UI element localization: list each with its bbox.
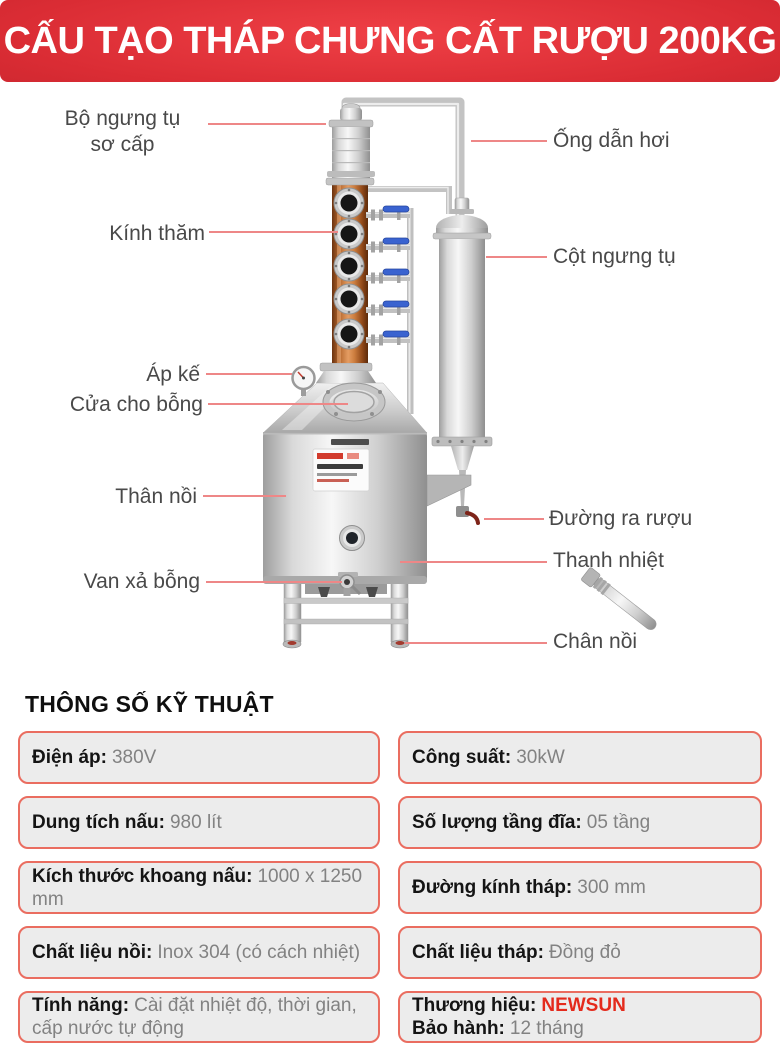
condenser-column [426,197,493,525]
leader-line-primary-condenser [208,123,326,125]
leader-line-heating-rod [400,561,547,563]
label-primary-condenser: Bộ ngưng tụ sơ cấp [64,107,181,156]
spec-value: 1000 x 1250 mm [32,865,363,910]
valve [366,237,410,253]
valve-bank [366,205,410,346]
spec-label: Thương hiệu: [412,995,537,1016]
label-vapor-pipe: Ống dẫn hơi [553,129,670,152]
specs-table: Điện áp:380V Công suất:30kW Dung tích nấ… [18,731,762,1043]
spec-label: Đường kính tháp: [412,877,573,898]
spec-value: 30kW [516,747,565,768]
spec-label: Điện áp: [32,747,107,768]
sight-glass [333,250,365,282]
page-title: CẤU TẠO THÁP CHƯNG CẤT RƯỢU 200KG [3,19,777,62]
leader-line-vapor-pipe [471,140,547,142]
label-condenser-column: Cột ngưng tụ [553,245,676,268]
sight-glass [333,218,365,250]
leader-line-drain-valve [206,581,342,583]
label-pressure-gauge: Áp kế [146,363,200,386]
spec-value: 980 lít [169,812,222,833]
label-pot-leg: Chân nồi [553,630,638,653]
spec-value: Đồng đỏ [548,942,621,963]
label-heating-rod: Thanh nhiệt [553,549,664,572]
label-sight-glass: Kính thăm [109,222,205,245]
pressure-gauge [291,365,316,396]
valve [366,205,410,221]
spec-label: Chất liệu nồi: [32,942,153,963]
spec-cell-thuong-hieu: Thương hiệu:NEWSUN Bảo hành:12 tháng [398,991,762,1043]
spec-cell-tinh-nang: Tính năng:Cài đặt nhiệt độ, thời gian, c… [18,991,380,1043]
spec-value: Cài đặt nhiệt độ, thời gian, cấp nước tự… [32,995,357,1039]
spec-cell-dung-tich-nau: Dung tích nấu:980 lít [18,796,380,849]
leader-line-pot-leg [405,642,547,644]
manhole [322,382,386,422]
leader-line-sight-glass [209,231,338,233]
label-alcohol-outlet: Đường ra rượu [549,507,693,530]
valve [366,330,410,346]
sight-glass [333,318,365,350]
label-drain-valve: Van xả bỗng [83,570,200,593]
brand-sticker [312,439,370,492]
specs-heading: THÔNG SỐ KỸ THUẬT [25,691,274,717]
spec-value: 12 tháng [509,1018,584,1039]
sight-glass [333,187,365,219]
spec-cell-dien-ap: Điện áp:380V [18,731,380,784]
valve [366,300,410,316]
spec-value: 380V [111,747,157,768]
spec-label: Tính năng: [32,995,130,1016]
spec-cell-so-luong-tang-dia: Số lượng tầng đĩa:05 tầng [398,796,762,849]
leader-line-condenser-column [486,256,547,258]
leader-line-gauge [206,373,292,375]
spec-value: 300 mm [577,877,646,898]
spec-label: Số lượng tầng đĩa: [412,812,582,833]
pot-sight-glass [339,525,365,551]
spec-cell-duong-kinh-thap: Đường kính tháp:300 mm [398,861,762,914]
machine-illustration [262,97,657,649]
leader-line-alcohol-outlet [484,518,544,520]
spec-value: 05 tầng [586,812,651,833]
sight-glasses [333,187,365,350]
primary-condenser [327,103,375,178]
leader-line-pot-body [203,495,286,497]
spec-cell-cong-suat: Công suất:30kW [398,731,762,784]
leader-line-manhole [208,403,348,405]
spec-value: Inox 304 (có cách nhiệt) [157,942,361,963]
spec-label: Kích thước khoang nấu: [32,865,253,887]
label-manhole: Cửa cho bỗng [69,393,203,416]
spec-label: Dung tích nấu: [32,812,165,833]
spec-label: Bảo hành: [412,1018,505,1039]
brand-name: NEWSUN [541,995,626,1016]
alcohol-outlet-spout [465,511,480,525]
spec-cell-chat-lieu-noi: Chất liệu nồi:Inox 304 (có cách nhiệt) [18,926,380,979]
header-banner: CẤU TẠO THÁP CHƯNG CẤT RƯỢU 200KG [0,0,780,82]
spec-cell-chat-lieu-thap: Chất liệu tháp:Đồng đỏ [398,926,762,979]
valve [366,268,410,284]
spec-label: Chất liệu tháp: [412,942,544,963]
label-pot-body: Thân nồi [115,485,197,508]
spec-cell-kich-thuoc: Kích thước khoang nấu:1000 x 1250 mm [18,861,380,914]
drain-valve [338,572,362,596]
sight-glass [333,283,365,315]
spec-label: Công suất: [412,747,512,768]
heating-rod [581,567,657,630]
